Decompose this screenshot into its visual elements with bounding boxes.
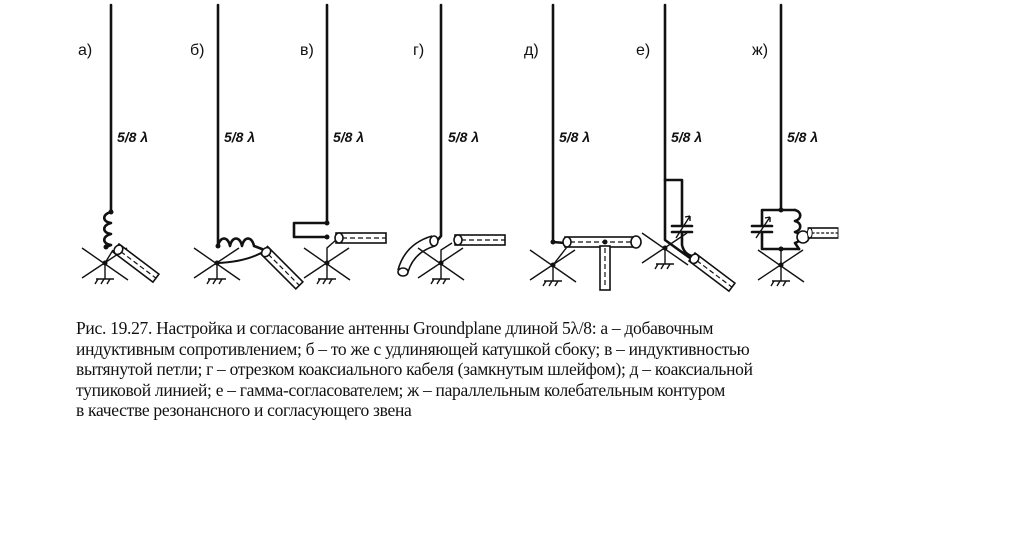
antenna-radiator: [551, 3, 567, 245]
caption-line: вытянутой петли; г – отрезком коаксиальн…: [76, 359, 753, 379]
length-label: 5/8 λ: [117, 129, 148, 145]
coil-icon: [216, 237, 264, 251]
panel-label: в): [300, 42, 314, 59]
length-label: 5/8 λ: [671, 129, 702, 145]
coil-icon: [102, 210, 113, 249]
panel-label: е): [636, 42, 650, 59]
panel-label: б): [190, 42, 205, 59]
length-label: 5/8 λ: [448, 129, 479, 145]
coax-cable: [687, 251, 736, 292]
length-label: 5/8 λ: [559, 129, 590, 145]
coax-cable: [258, 244, 304, 290]
panel-label: г): [413, 42, 424, 59]
panel-label: д): [524, 42, 539, 59]
antenna-radiator: [663, 3, 692, 260]
figure-caption: Рис. 19.27. Настройка и согласование ант…: [76, 318, 936, 421]
panel-c: в) 5/8 λ: [292, 3, 387, 285]
coax-cable: [453, 234, 506, 246]
coax-cable: [806, 227, 839, 239]
coax-cable: [111, 242, 160, 283]
ground-icon: [529, 249, 577, 287]
panel-d: г) 5/8 λ: [397, 3, 506, 285]
panel-f: е) 5/8 λ: [636, 3, 736, 292]
caption-line: Рис. 19.27. Настройка и согласование ант…: [76, 318, 714, 338]
coil-icon: [793, 208, 802, 251]
panel-a: а) 5/8 λ: [78, 3, 160, 285]
panel-b: б) 5/8 λ: [190, 3, 304, 290]
ground-icon: [193, 247, 241, 285]
panel-label: ж): [752, 42, 768, 59]
gamma-rod: [663, 178, 694, 258]
panel-e: д) 5/8 λ: [524, 3, 642, 291]
length-label: 5/8 λ: [333, 129, 364, 145]
tank-circuit: [760, 208, 801, 251]
caption-line: индуктивным сопротивлением; б – то же с …: [76, 338, 750, 359]
caption-line: в качестве резонансного и согласующего з…: [76, 400, 412, 420]
caption-line: тупиковой линией; е – гамма-согласовател…: [76, 379, 726, 400]
panel-label: а): [78, 42, 92, 59]
length-label: 5/8 λ: [224, 129, 255, 145]
length-label: 5/8 λ: [787, 129, 818, 145]
coax-cable: [334, 232, 387, 244]
antenna-radiator-loop: [292, 3, 329, 239]
antenna-radiator: [434, 3, 443, 244]
panel-g: ж) 5/8 λ: [750, 3, 839, 287]
